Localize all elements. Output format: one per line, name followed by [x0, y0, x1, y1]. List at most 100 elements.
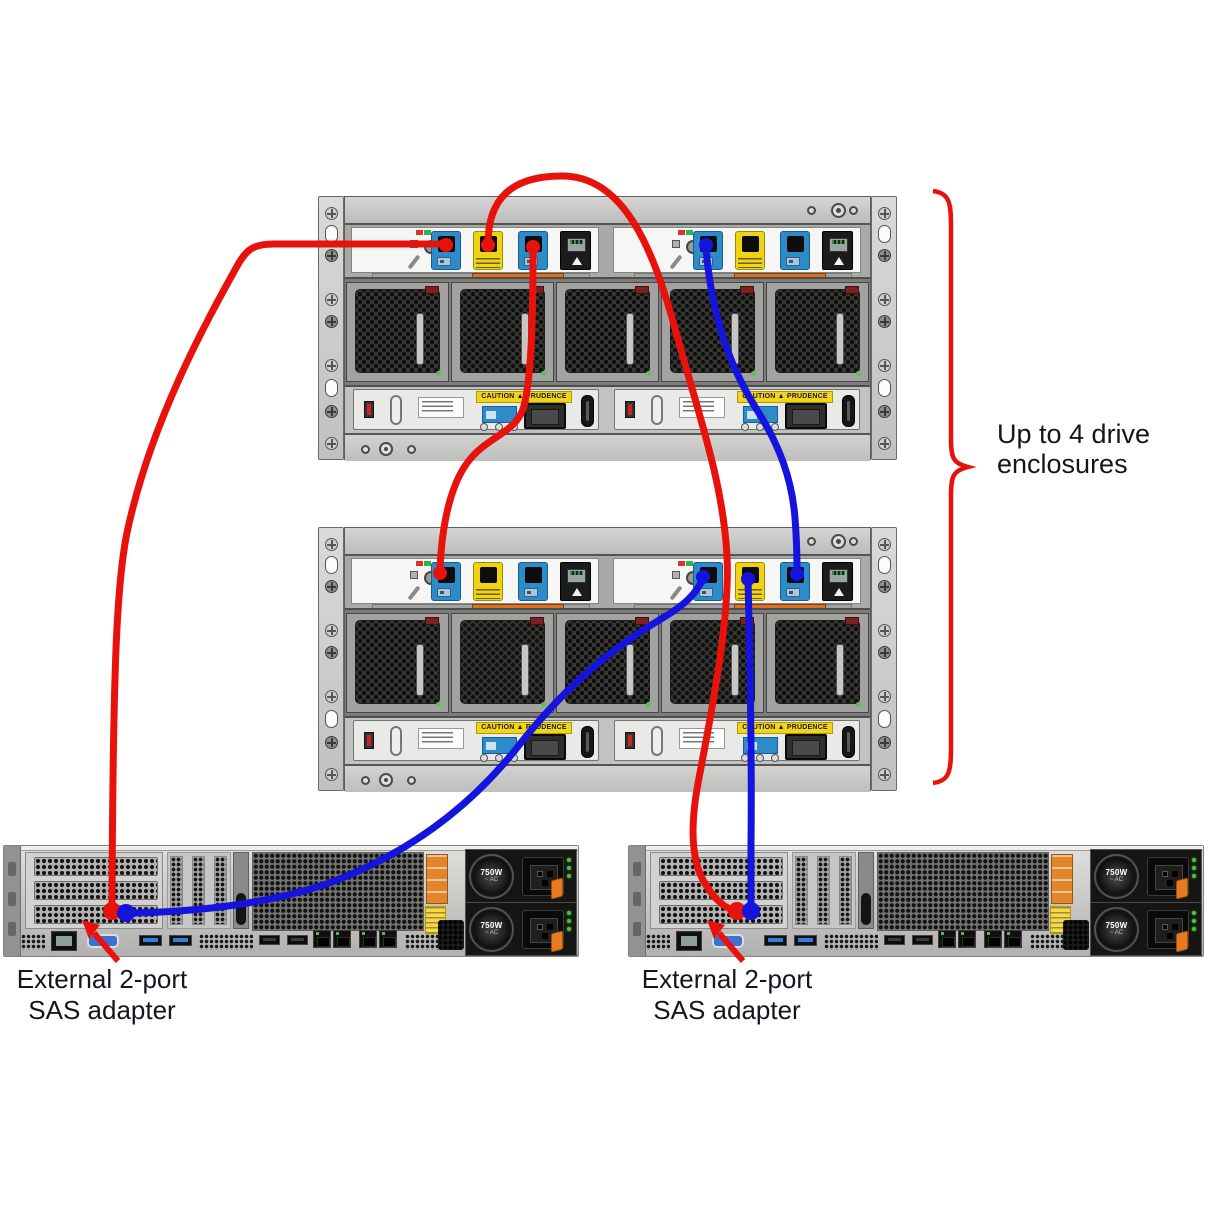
service-sticker: [426, 854, 448, 904]
psu-handle: [651, 726, 663, 756]
server-psu: 750W ~ AC: [1091, 850, 1201, 903]
reset-button: [672, 240, 680, 248]
fault-led: [678, 230, 685, 235]
edge-mark: [8, 892, 16, 906]
vent-grid: [877, 852, 1049, 931]
chassis-divider: [858, 852, 874, 929]
psu-led: [1192, 911, 1196, 915]
drive-enclosure-2: CAUTION ▲ PRUDENCE CAUTION ▲ PRUDENCE: [318, 527, 897, 792]
psu-led: [741, 754, 749, 762]
fan-mesh: [355, 289, 440, 373]
psu-ac-label: ~ AC: [1109, 877, 1124, 883]
fan-module: [451, 613, 554, 713]
fan-latch: [845, 286, 859, 294]
indicator-hole: [407, 445, 416, 454]
info-label: [482, 406, 517, 423]
esm-module-left: [351, 227, 599, 279]
psu-row: CAUTION ▲ PRUDENCE CAUTION ▲ PRUDENCE: [345, 387, 870, 433]
edge-mark: [8, 862, 16, 876]
enclosure-psu: CAUTION ▲ PRUDENCE: [353, 389, 599, 431]
adapter-label-line1: External 2-port: [16, 964, 188, 994]
screw-icon: [878, 768, 891, 781]
power-switch: [625, 732, 635, 749]
enclosure-bottom-bar: [345, 764, 870, 792]
sas-port-socket: [787, 567, 804, 583]
triangle-icon: [834, 588, 844, 596]
pci-slot-cover: [34, 857, 158, 876]
server-rear-2: 750W ~ AC 750W ~ AC: [628, 845, 1204, 957]
wrench-icon: [407, 254, 421, 270]
edge-mark: [633, 862, 641, 876]
network-port: [1004, 930, 1022, 948]
edge-mark: [8, 922, 16, 936]
fan-led: [751, 371, 756, 376]
network-port: [313, 930, 331, 948]
usb-port: [794, 935, 817, 946]
rj45-socket: [567, 569, 586, 583]
screw-icon: [878, 736, 891, 749]
mount-hole: [325, 556, 338, 574]
screw-icon: [325, 736, 338, 749]
fan-handle: [836, 644, 844, 696]
enclosure-psu: CAUTION ▲ PRUDENCE: [614, 720, 860, 762]
psu-led: [771, 754, 779, 762]
service-sticker: [1051, 854, 1073, 904]
enclosure-psu: CAUTION ▲ PRUDENCE: [614, 389, 860, 431]
screw-icon: [325, 624, 338, 637]
fault-led: [416, 561, 423, 566]
mount-hole: [878, 556, 891, 574]
rack-flange: [871, 527, 897, 791]
sas-port-1: [693, 231, 723, 270]
fan-led: [751, 702, 756, 707]
sas-port-socket: [700, 236, 717, 252]
fan-led: [856, 702, 861, 707]
sas-port-3: [780, 562, 810, 601]
ethernet-port: [560, 562, 591, 601]
fan-handle: [731, 644, 739, 696]
vent-dots: [405, 934, 445, 950]
screw-icon: [325, 580, 338, 593]
psu-wattage-label: 750W: [1105, 921, 1128, 930]
fan-mesh: [565, 289, 650, 373]
sas-port-2: [473, 231, 503, 270]
pci-slot-cover: [34, 881, 158, 900]
usb-port: [139, 935, 162, 946]
fan-latch: [740, 286, 754, 294]
bracket-label-line1: Up to 4 drive: [997, 419, 1151, 449]
curly-brace: [932, 188, 977, 786]
mid-vent-area: [167, 852, 231, 929]
network-port: [333, 930, 351, 948]
fan-led: [646, 371, 651, 376]
screw-icon: [878, 207, 891, 220]
sas-port-socket: [438, 567, 455, 583]
screw-icon: [325, 293, 338, 306]
sas-port-socket: [438, 236, 455, 252]
esm-module-left: [351, 558, 599, 610]
port-micro-label: [476, 258, 500, 268]
enclosure-bottom-bar: [345, 433, 870, 461]
esm-row: [345, 556, 870, 610]
sas-port-socket: [700, 567, 717, 583]
fan-latch: [425, 617, 439, 625]
indicator-hole: [361, 445, 370, 454]
screw-icon: [325, 405, 338, 418]
fan-module: [451, 282, 554, 382]
psu-row: CAUTION ▲ PRUDENCE CAUTION ▲ PRUDENCE: [345, 718, 870, 764]
fan-module: [556, 282, 659, 382]
indicator-hole: [831, 534, 846, 549]
rack-flange: [318, 196, 344, 460]
vent-dots: [21, 934, 45, 950]
edge-mark: [633, 892, 641, 906]
rack-flange: [871, 196, 897, 460]
indicator-hole: [379, 442, 393, 456]
fan-module: [766, 613, 869, 713]
connector-icon: [437, 257, 451, 266]
pci-slot-cover: [659, 857, 783, 876]
port-micro-label: [738, 589, 762, 599]
fan-module: [661, 613, 764, 713]
fan-handle: [521, 313, 529, 365]
psu-led: [567, 927, 571, 931]
psu-led: [480, 754, 488, 762]
psu-wattage-label: 750W: [1105, 868, 1128, 877]
psu-stack: 750W ~ AC 750W ~ AC: [1090, 849, 1202, 956]
